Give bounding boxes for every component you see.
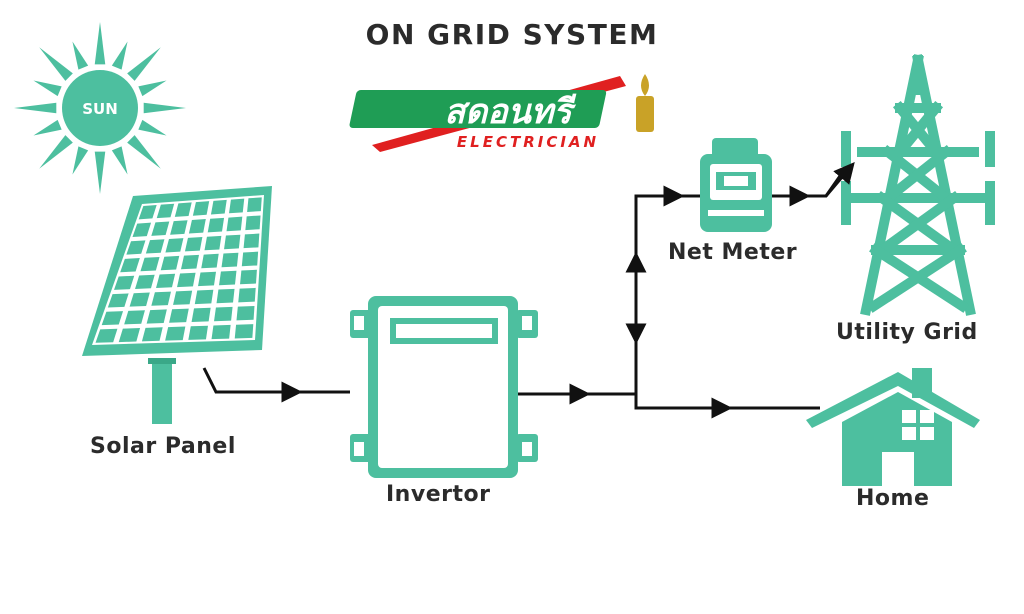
panel-cell	[170, 220, 188, 235]
panel-cell	[177, 272, 196, 288]
sun-ray	[94, 22, 106, 65]
panel-cell	[198, 271, 217, 287]
panel-cell	[184, 236, 203, 252]
panel-cell	[151, 291, 171, 306]
panel-cell	[204, 235, 222, 251]
sun-ray	[143, 102, 186, 114]
page-title: ON GRID SYSTEM	[365, 18, 659, 51]
panel-cell	[229, 198, 245, 214]
solar-panel-label: Solar Panel	[90, 434, 236, 459]
panel-cell	[124, 310, 145, 325]
panel-cell	[132, 222, 152, 237]
sun-ray	[127, 135, 161, 169]
meter-icon	[700, 138, 772, 232]
panel-cell	[174, 202, 192, 217]
sun-ray	[111, 146, 128, 175]
transmission-tower-icon	[841, 54, 995, 316]
panel-cell	[214, 306, 233, 322]
panel-cell	[188, 325, 208, 340]
sun-ray	[111, 41, 128, 70]
logo-thai-text: สดอนทรี	[444, 92, 576, 132]
panel-cell	[238, 287, 256, 303]
panel-cell	[141, 327, 163, 342]
panel-cell	[129, 292, 150, 307]
panel-cell	[247, 197, 262, 213]
panel-cell	[191, 307, 211, 322]
panel-cell	[234, 324, 254, 339]
panel-cell	[243, 233, 260, 249]
panel-cell	[240, 269, 257, 285]
sun-ray	[94, 151, 106, 194]
panel-cell	[180, 254, 199, 270]
panel-cell	[221, 252, 239, 268]
panel-cell	[165, 238, 184, 253]
panel-cell	[138, 204, 157, 220]
panel-cell	[156, 273, 176, 289]
panel-cell	[210, 199, 227, 215]
sun-ray	[138, 80, 167, 97]
solar-panel-icon	[82, 186, 272, 424]
panel-cell	[211, 324, 231, 340]
panel-cell	[207, 217, 225, 233]
sun-ray	[33, 80, 62, 97]
panel-cell	[156, 203, 175, 219]
panel-cell	[188, 219, 206, 234]
invertor-icon	[350, 296, 538, 478]
invertor-label: Invertor	[386, 482, 491, 507]
sun-ray	[72, 41, 89, 70]
panel-cell	[169, 308, 189, 323]
utility-grid-label: Utility Grid	[836, 320, 978, 345]
net-meter-label: Net Meter	[668, 240, 798, 265]
panel-cell	[95, 328, 118, 343]
panel-cell	[118, 328, 141, 343]
panel-cell	[201, 253, 219, 269]
panel-cell	[194, 289, 214, 305]
panel-cell	[241, 251, 259, 267]
panel-cell	[165, 326, 186, 341]
sun-ray	[39, 135, 73, 169]
panel-cell	[160, 255, 180, 271]
panel-cell	[173, 290, 193, 305]
panel-cell	[245, 215, 261, 231]
panel-cell	[101, 311, 124, 326]
logo-sub-text: ELECTRICIAN	[457, 133, 599, 151]
house-icon	[806, 368, 980, 486]
panel-cell	[192, 201, 210, 216]
panel-cell	[135, 274, 155, 289]
sun-icon: SUN	[14, 22, 186, 194]
panel-cell	[107, 293, 129, 308]
sun-ray	[33, 119, 62, 136]
panel-cell	[151, 221, 170, 236]
sun-ray	[14, 102, 57, 114]
sun-ray	[138, 119, 167, 136]
panel-cell	[219, 270, 237, 286]
sun-ray	[72, 146, 89, 175]
panel-cell	[216, 288, 235, 304]
panel-cell	[224, 234, 241, 250]
panel-cell	[236, 306, 255, 321]
sun-ray	[127, 47, 161, 81]
flow-lines	[202, 161, 855, 419]
panel-cell	[145, 239, 165, 254]
panel-cell	[226, 216, 243, 232]
panel-cell	[140, 256, 160, 272]
panel-cell	[114, 275, 135, 290]
panel-cell	[146, 309, 167, 324]
sun-ray	[39, 47, 73, 81]
panel-cell	[120, 258, 140, 273]
logo: สดอนทรี ELECTRICIAN	[349, 74, 654, 152]
sun-label: SUN	[82, 100, 118, 118]
home-label: Home	[856, 486, 930, 511]
panel-cell	[126, 240, 146, 255]
